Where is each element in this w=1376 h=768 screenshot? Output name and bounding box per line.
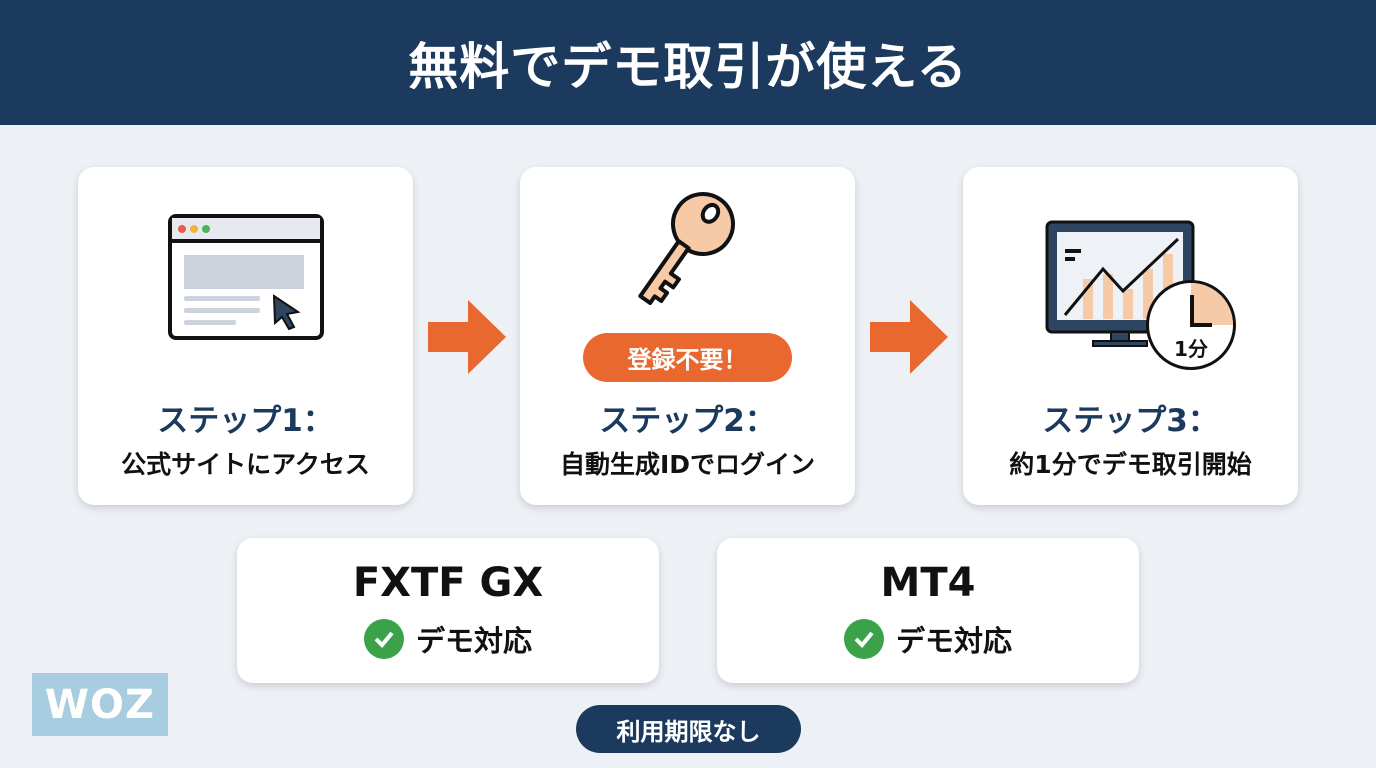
clock-icon: 1分 bbox=[1146, 280, 1236, 370]
header-banner: 無料でデモ取引が使える bbox=[0, 0, 1376, 125]
no-time-limit-badge: 利用期限なし bbox=[576, 705, 801, 753]
step-2-title: ステップ2： bbox=[599, 403, 776, 439]
step-3-card: 1分 ステップ3： 約1分でデモ取引開始 bbox=[963, 167, 1298, 505]
key-icon bbox=[520, 189, 855, 314]
check-circle-icon bbox=[843, 619, 884, 659]
no-registration-badge: 登録不要！ bbox=[583, 333, 792, 382]
step-3-title: ステップ3： bbox=[1042, 403, 1219, 439]
woz-logo: WOZ bbox=[32, 673, 168, 736]
step-2-card: 登録不要！ ステップ2： 自動生成IDでログイン bbox=[520, 167, 855, 505]
check-circle-icon bbox=[363, 619, 404, 659]
step-3-description: 約1分でデモ取引開始 bbox=[1009, 450, 1252, 479]
platform-status: デモ対応 bbox=[415, 624, 532, 658]
platform-name: FXTF GX bbox=[352, 560, 544, 606]
step-2-description: 自動生成IDでログイン bbox=[559, 450, 816, 479]
platform-status: デモ対応 bbox=[895, 624, 1012, 658]
clock-label: 1分 bbox=[1174, 337, 1208, 361]
page-title: 無料でデモ取引が使える bbox=[408, 37, 968, 96]
browser-window-icon bbox=[78, 212, 413, 342]
step-1-description: 公式サイトにアクセス bbox=[121, 450, 370, 479]
arrow-right-icon bbox=[428, 300, 506, 378]
step-1-title: ステップ1： bbox=[157, 403, 334, 439]
platform-card-fxtf-gx: FXTF GX デモ対応 bbox=[237, 538, 659, 683]
platform-name: MT4 bbox=[880, 560, 976, 606]
step-1-card: ステップ1： 公式サイトにアクセス bbox=[78, 167, 413, 505]
platform-card-mt4: MT4 デモ対応 bbox=[717, 538, 1139, 683]
arrow-right-icon bbox=[870, 300, 948, 378]
